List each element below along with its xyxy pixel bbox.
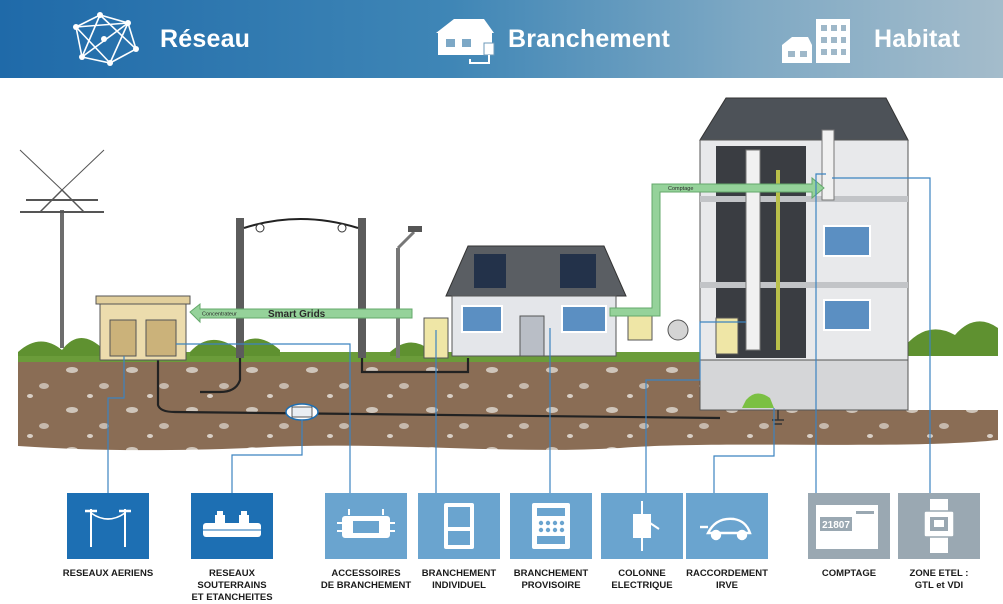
temporary-box-icon xyxy=(532,503,570,549)
underground-junction xyxy=(285,403,319,421)
meter-display-icon: 21807 xyxy=(816,505,878,549)
tile-accessoires xyxy=(325,493,407,559)
overhead-lines-icon xyxy=(85,509,131,547)
arrow-label-smart-grids: Smart Grids xyxy=(268,309,326,320)
header-section-branchement[interactable]: Branchement xyxy=(432,0,670,78)
underground-junction-icon xyxy=(203,511,261,537)
category-label: ZONE ETEL :GTL et VDI xyxy=(909,568,969,591)
category-label: RESEAUX AERIENS xyxy=(62,568,154,579)
overhead-pylon xyxy=(19,149,105,348)
tile-reseaux-aeriens xyxy=(67,493,149,559)
network-scene-illustration: Concentrateur Smart Grids Comptage xyxy=(18,97,998,493)
header-title-reseau: Réseau xyxy=(160,24,251,53)
connector-lines xyxy=(107,173,931,493)
header-banner: Réseau Branchement Habitat xyxy=(0,0,1003,78)
etel-zone-icon xyxy=(923,499,955,553)
street-lamp xyxy=(396,226,422,358)
arrow-label-concentrateur: Concentrateur xyxy=(202,312,237,318)
ground xyxy=(18,321,998,451)
tile-reseaux-souterrains xyxy=(191,493,273,559)
tile-zone-etel xyxy=(898,493,980,559)
utility-poles xyxy=(236,218,366,358)
substation xyxy=(95,295,191,361)
tile-comptage: 21807 xyxy=(808,493,890,559)
connection-accessory-icon xyxy=(337,509,395,538)
header-section-habitat[interactable]: Habitat xyxy=(778,0,960,78)
data-flow-arrows: Concentrateur Smart Grids Comptage xyxy=(189,176,825,324)
category-label: COMPTAGE xyxy=(821,568,877,579)
tile-raccordement-irve xyxy=(686,493,768,559)
tile-branchement-provisoire xyxy=(510,493,592,559)
riser-column-icon xyxy=(633,501,660,551)
house-plug-icon xyxy=(436,19,495,64)
header-section-reseau[interactable]: Réseau xyxy=(70,0,250,78)
arrow-label-comptage: Comptage xyxy=(668,186,693,192)
tile-branchement-individuel xyxy=(418,493,500,559)
apartment-building xyxy=(699,97,909,425)
ev-charging-icon xyxy=(700,517,752,541)
house xyxy=(423,245,689,359)
meter-cabinet-icon xyxy=(444,503,474,549)
header-title-habitat: Habitat xyxy=(874,24,961,53)
tile-colonne-electrique xyxy=(601,493,683,559)
network-icon xyxy=(73,12,139,66)
header-title-branchement: Branchement xyxy=(508,24,670,53)
buildings-icon xyxy=(782,19,850,63)
meter-reading: 21807 xyxy=(822,520,850,531)
